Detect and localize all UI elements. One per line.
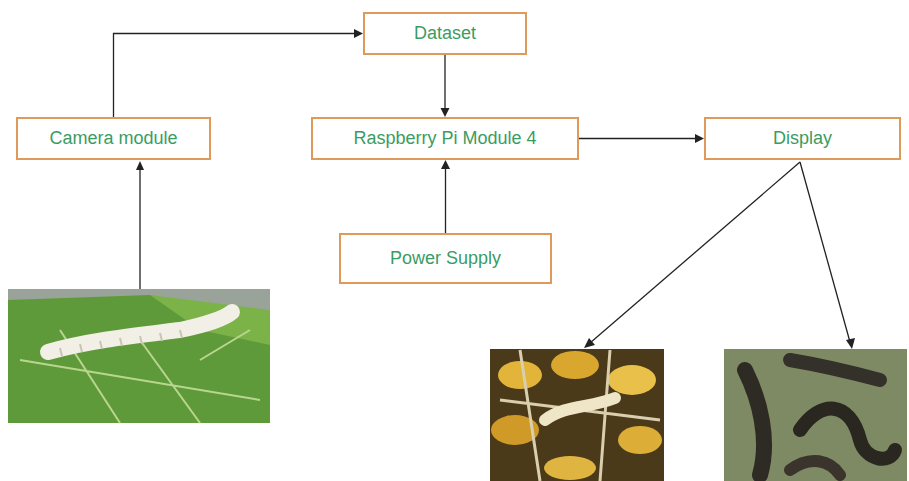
dark-silkworm-photo — [724, 349, 907, 481]
process-box: Display — [704, 117, 901, 160]
arrowhead — [136, 161, 144, 170]
arrowhead — [695, 134, 704, 143]
arrowhead — [441, 108, 450, 117]
arrowhead — [846, 338, 855, 349]
process-box: Dataset — [363, 12, 527, 55]
arrowhead — [441, 160, 450, 169]
arrowhead — [584, 338, 595, 348]
process-box: Camera module — [16, 117, 211, 160]
connector-arrow — [114, 29, 364, 117]
silkworm-photo — [8, 289, 270, 423]
leader-line — [590, 162, 800, 343]
connector-arrow — [441, 55, 450, 117]
arrowhead — [354, 29, 363, 38]
process-box: Power Supply — [339, 233, 552, 284]
box-label: Display — [773, 128, 832, 150]
connector-arrow — [441, 160, 450, 233]
leader-line — [800, 162, 850, 342]
connector-line — [114, 34, 356, 118]
process-box: Raspberry Pi Module 4 — [311, 117, 579, 160]
connector-line — [444, 55, 445, 109]
connector-line — [445, 168, 446, 233]
box-label: Power Supply — [390, 248, 501, 270]
box-label: Dataset — [414, 23, 476, 45]
connector-line — [579, 138, 696, 139]
leader-line — [139, 168, 140, 289]
box-label: Camera module — [49, 128, 177, 150]
cocoon-photo — [490, 349, 664, 481]
box-label: Raspberry Pi Module 4 — [353, 128, 536, 150]
connector-arrow — [579, 134, 704, 143]
